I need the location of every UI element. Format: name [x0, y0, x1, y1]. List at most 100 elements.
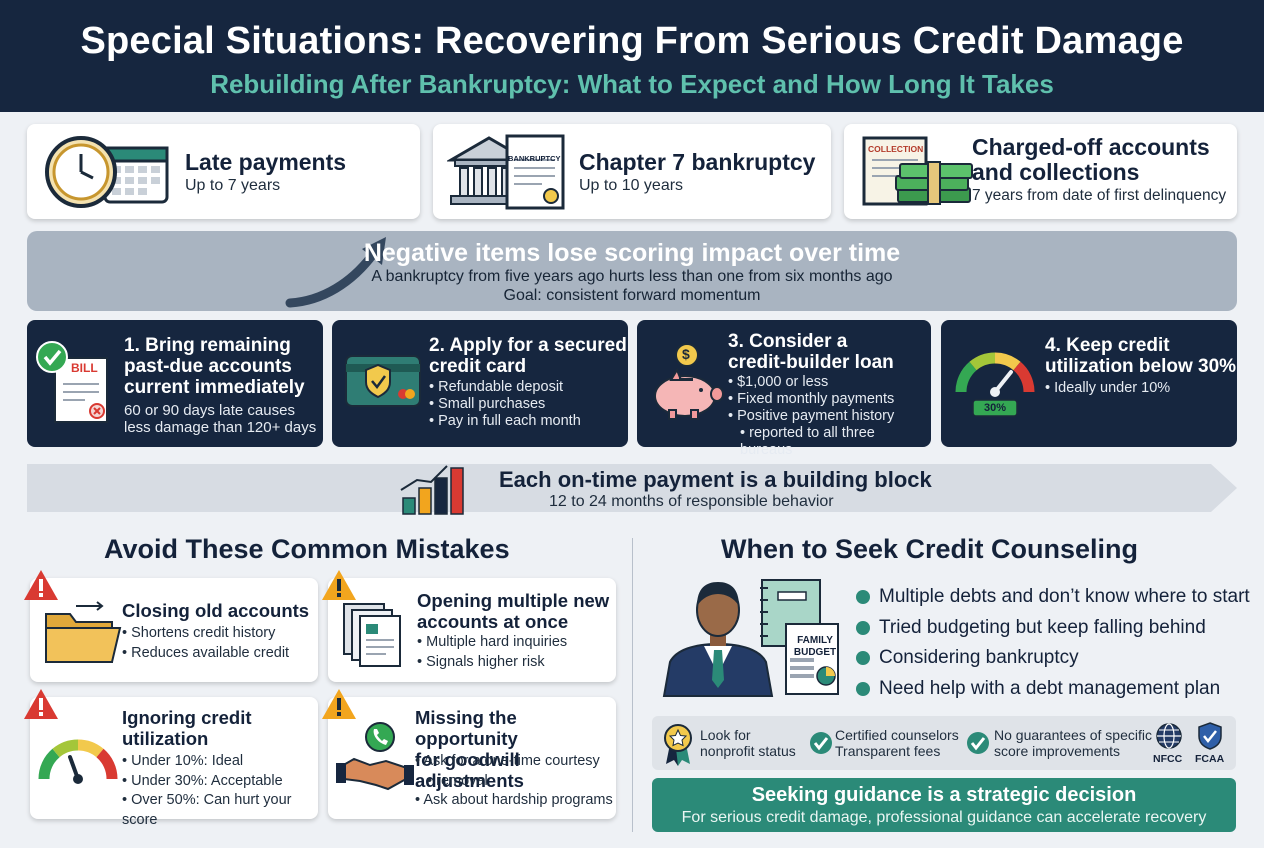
- step-1-card: BILL 1. Bring remaining past-due account…: [27, 320, 323, 447]
- list-item: reported to all three bureaus: [728, 425, 931, 459]
- counseling-bullets: Multiple debts and don’t know where to s…: [856, 582, 1250, 704]
- guidance-subtitle: For serious credit damage, professional …: [681, 809, 1207, 826]
- credit-card-icon: [345, 355, 421, 407]
- list-item: Shortens credit history: [122, 624, 289, 644]
- mistake-card-opening-accounts: Opening multiple new accounts at once Mu…: [322, 570, 616, 682]
- list-item: Over 50%: Can hurt your score: [122, 791, 318, 830]
- checklist-item: Look for nonprofit status: [700, 727, 796, 759]
- folder-icon: [45, 601, 122, 663]
- caution-icon: [322, 570, 356, 600]
- step-3-bullets: $1,000 or less Fixed monthly payments Po…: [728, 374, 931, 459]
- check-circle-icon: [967, 732, 989, 754]
- guidance-title: Seeking guidance is a strategic decision: [751, 784, 1137, 806]
- mistake-bullets: Under 10%: Ideal Under 30%: Acceptable O…: [122, 752, 318, 830]
- impact-band: Negative items lose scoring impact over …: [27, 231, 1237, 311]
- org-label-nfcc: NFCC: [1153, 753, 1183, 765]
- documents-icon: [343, 603, 401, 667]
- award-ribbon-icon: [664, 724, 692, 766]
- timeline-card-chapter-7: BANKRUPTCY Chapter 7 bankruptcy Up to 10…: [433, 124, 831, 219]
- section-divider: [632, 538, 633, 832]
- building-block-band: Each on-time payment is a building block…: [27, 458, 1237, 518]
- list-item: Ideally under 10%: [1045, 380, 1170, 397]
- list-item: Under 10%: Ideal: [122, 752, 318, 772]
- upward-arrow-icon: [285, 237, 386, 308]
- building-title: Each on-time payment is a building block: [499, 467, 932, 492]
- collection-cash-icon: [862, 136, 973, 206]
- org-label-fcaa: FCAA: [1195, 753, 1225, 765]
- counselor-checklist: Look for nonprofit status Certified coun…: [652, 716, 1236, 770]
- bullet-dot: [856, 620, 870, 635]
- timeline-detail: Up to 7 years: [185, 177, 281, 194]
- list-item: Signals higher risk: [417, 653, 567, 673]
- collection-doc-label: COLLECTION: [868, 144, 924, 154]
- list-item: Pay in full each month: [429, 413, 581, 430]
- page-title: Special Situations: Recovering From Seri…: [80, 20, 1184, 62]
- counseling-heading: When to Seek Credit Counseling: [721, 534, 1139, 564]
- timeline-title: Chapter 7 bankruptcy: [579, 149, 816, 175]
- header: Special Situations: Recovering From Seri…: [0, 0, 1264, 112]
- list-item: $1,000 or less: [728, 374, 931, 391]
- list-item: Multiple hard inquiries: [417, 633, 567, 653]
- check-circle-icon: [810, 732, 832, 754]
- building-subtitle: 12 to 24 months of responsible behavior: [549, 493, 834, 510]
- timeline-detail: Up to 10 years: [579, 177, 684, 194]
- guidance-banner: Seeking guidance is a strategic decision…: [652, 778, 1236, 832]
- counselor-avatar-icon: [662, 582, 774, 697]
- checklist-item: No guarantees of specific score improvem…: [994, 727, 1152, 759]
- gauge-label: 30%: [984, 402, 1007, 414]
- gauge-icon: [955, 352, 1035, 417]
- list-item: Ask about hardship programs: [415, 791, 612, 811]
- list-item: Fixed monthly payments: [728, 391, 931, 408]
- list-item: Reduces available credit: [122, 644, 289, 664]
- gauge-icon: [38, 739, 118, 784]
- step-4-card: 30% 4. Keep credit utilization below 30%…: [941, 320, 1237, 447]
- step-4-bullets: Ideally under 10%: [1045, 380, 1170, 397]
- mistake-title: Closing old accounts: [122, 600, 310, 621]
- mistake-title: Ignoring credit utilization: [122, 707, 252, 749]
- step-1-note: 60 or 90 days late causes less damage th…: [124, 402, 317, 436]
- impact-title: Negative items lose scoring impact over …: [363, 239, 901, 267]
- budget-binder-icon: [760, 579, 839, 695]
- checklist-item: Certified counselors Transparent fees: [835, 727, 959, 759]
- step-3-card: $ 3. Consider a credit-builder loan $1,0…: [637, 320, 931, 458]
- mistake-card-closing-accounts: Closing old accounts Shortens credit his…: [24, 570, 318, 682]
- bill-icon: [36, 341, 108, 423]
- mistake-bullets: Multiple hard inquiries Signals higher r…: [417, 633, 567, 672]
- warning-icon: [24, 689, 58, 719]
- bullet-dot: [856, 590, 870, 605]
- mistake-bullets: Shortens credit history Reduces availabl…: [122, 624, 289, 663]
- list-item: Multiple debts and don’t know where to s…: [856, 582, 1250, 613]
- coin-label: $: [682, 346, 690, 362]
- piggy-bank-icon: [654, 343, 724, 420]
- list-item: Tried budgeting but keep falling behind: [856, 613, 1250, 644]
- list-item: removal: [415, 772, 613, 792]
- bankruptcy-doc-label: BANKRUPTCY: [508, 154, 561, 163]
- step-4-title: 4. Keep credit utilization below 30%: [1045, 335, 1237, 377]
- impact-line-1: A bankruptcy from five years ago hurts l…: [371, 268, 893, 285]
- clock-calendar-icon: [45, 136, 169, 208]
- binder-label: FAMILY BUDGET: [793, 635, 837, 658]
- band-arrow-shape: [27, 464, 1237, 512]
- bar-growth-icon: [400, 465, 464, 515]
- bill-label: BILL: [71, 361, 98, 375]
- page-subtitle: Rebuilding After Bankruptcy: What to Exp…: [210, 69, 1054, 99]
- step-2-bullets: Refundable deposit Small purchases Pay i…: [429, 379, 581, 430]
- step-2-title: 2. Apply for a secured credit card: [429, 335, 627, 377]
- mistake-bullets: Ask for a one-time courtesy removal Ask …: [415, 752, 613, 811]
- courthouse-document-icon: [447, 134, 565, 210]
- timeline-title: Late payments: [185, 149, 347, 175]
- timeline-detail: 7 years from date of first delinquency: [972, 187, 1227, 204]
- list-item: Need help with a debt management plan: [856, 674, 1250, 705]
- step-3-title: 3. Consider a credit-builder loan: [728, 331, 894, 373]
- mistake-card-ignoring-utilization: Ignoring credit utilization Under 10%: I…: [24, 689, 318, 828]
- timeline-card-collections: COLLECTION Charged-off accounts and coll…: [844, 124, 1237, 219]
- step-2-card: 2. Apply for a secured credit card Refun…: [332, 320, 628, 447]
- list-item: Positive payment history: [728, 408, 931, 425]
- list-item: Under 30%: Acceptable: [122, 772, 318, 792]
- mistakes-heading: Avoid These Common Mistakes: [104, 534, 510, 564]
- mistake-title: Opening multiple new accounts at once: [417, 590, 610, 632]
- list-item: Considering bankruptcy: [856, 643, 1250, 674]
- bullet-dot: [856, 651, 870, 666]
- handshake-phone-icon: [336, 722, 414, 791]
- list-item: Ask for a one-time courtesy: [415, 752, 613, 772]
